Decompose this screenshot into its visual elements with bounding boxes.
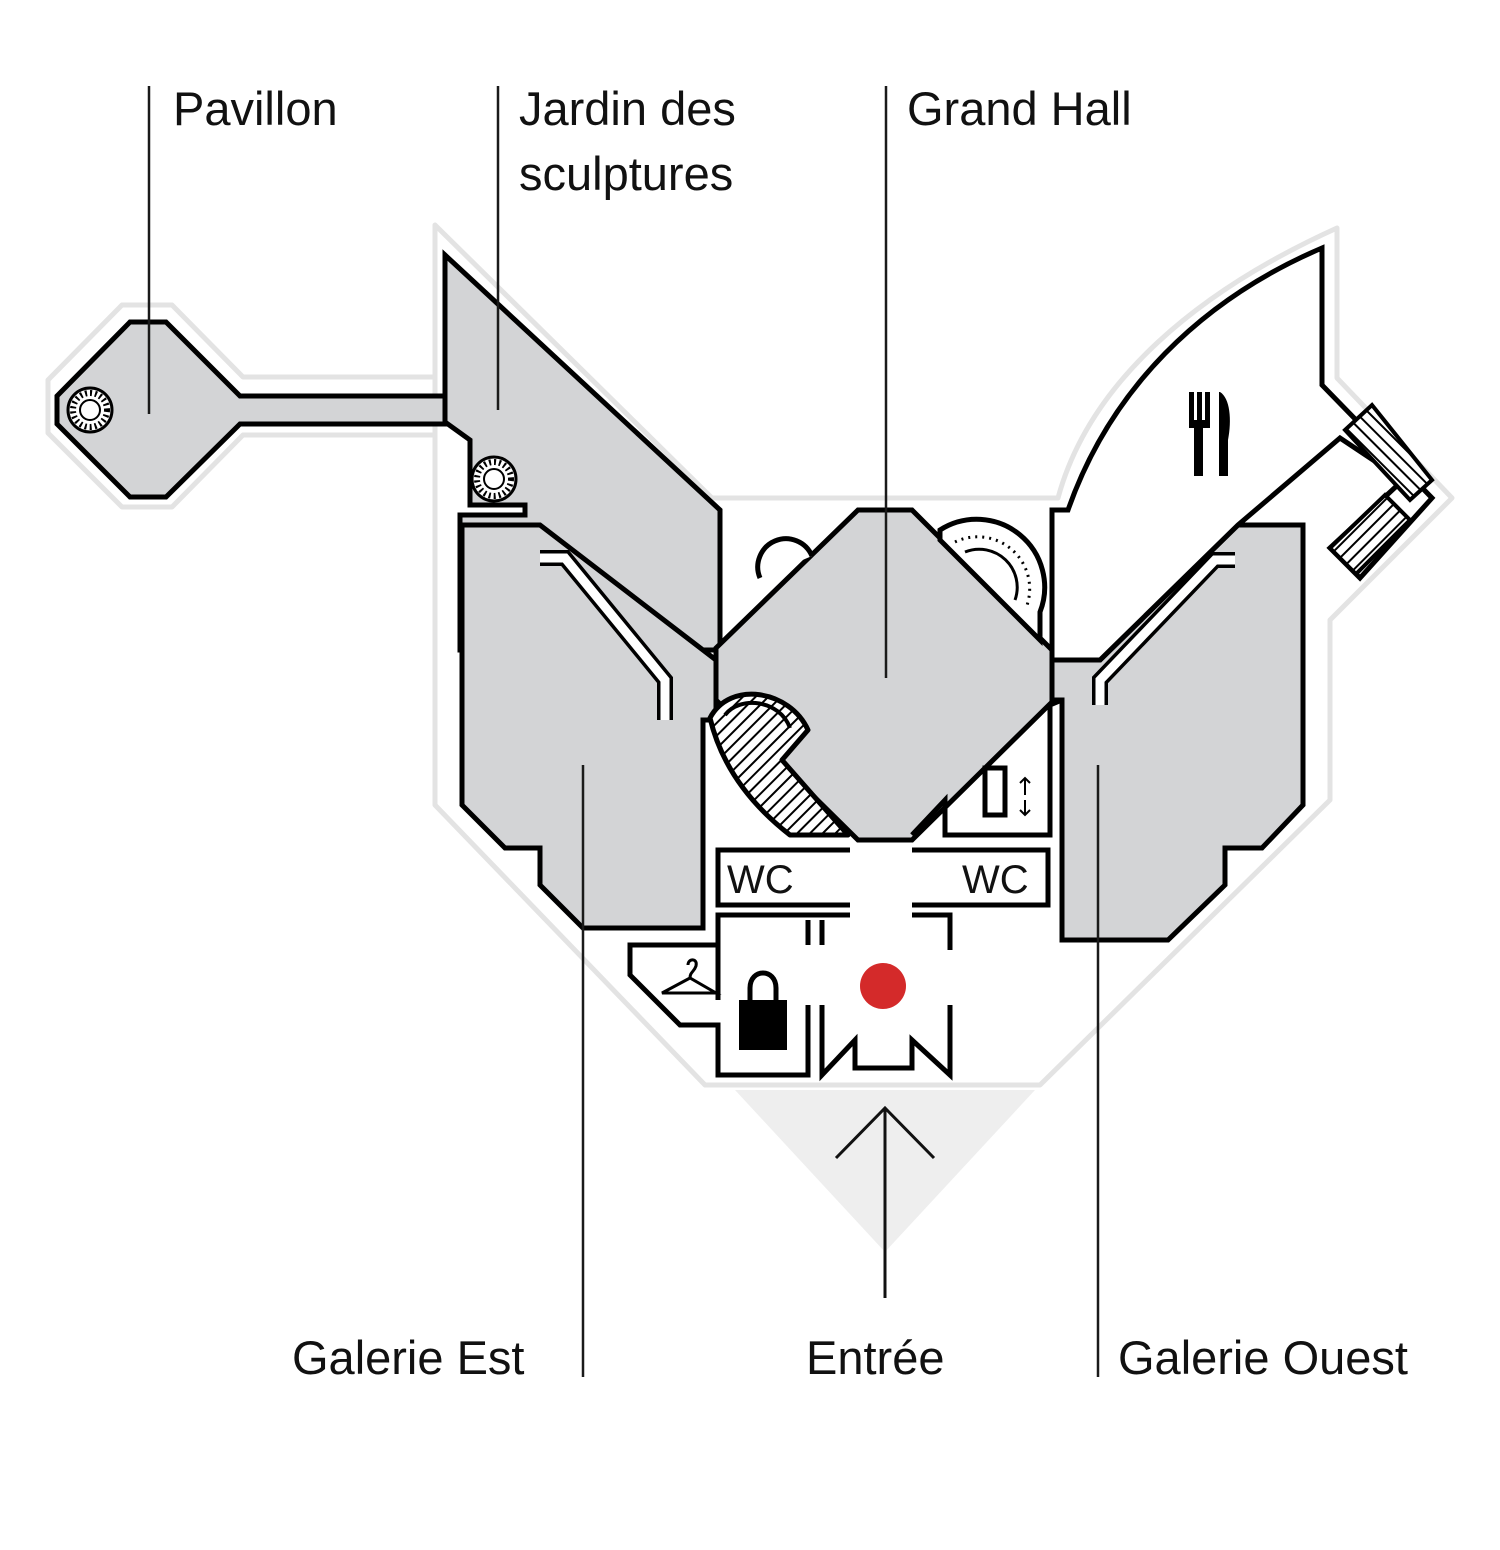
entrance-arrow-icon [834, 1105, 936, 1298]
curved-staircase [707, 691, 851, 838]
jardin-label-line2: sculptures [519, 147, 733, 200]
galerie-ouest-label: Galerie Ouest [1118, 1331, 1408, 1384]
stairs-right [1327, 402, 1435, 577]
galerie-est-label: Galerie Est [292, 1331, 524, 1384]
pavillon-label: Pavillon [173, 82, 338, 135]
building-halo [45, 222, 1455, 1088]
entree-label: Entrée [806, 1331, 944, 1384]
ramp-est [540, 550, 673, 720]
spiral-staircase-icon [66, 386, 114, 434]
spiral-staircase-grand-hall [937, 516, 1048, 647]
restaurant-icon [1189, 392, 1230, 476]
galerie-est-room[interactable] [459, 522, 719, 931]
jardin-label-line1: Jardin des [519, 82, 736, 135]
location-marker-icon [860, 963, 906, 1009]
wc-right-label: WC [962, 858, 1029, 902]
shop-icon [739, 970, 787, 1050]
wc-left-label: WC [727, 858, 794, 902]
spiral-staircase-icon [470, 455, 518, 503]
service-block [627, 697, 1063, 1082]
grand-hall-label: Grand Hall [907, 82, 1132, 135]
elevator-icon [1019, 776, 1031, 817]
pavillon-room[interactable] [54, 319, 448, 500]
cloakroom-icon [661, 958, 722, 995]
ramp-ouest [1092, 552, 1235, 705]
